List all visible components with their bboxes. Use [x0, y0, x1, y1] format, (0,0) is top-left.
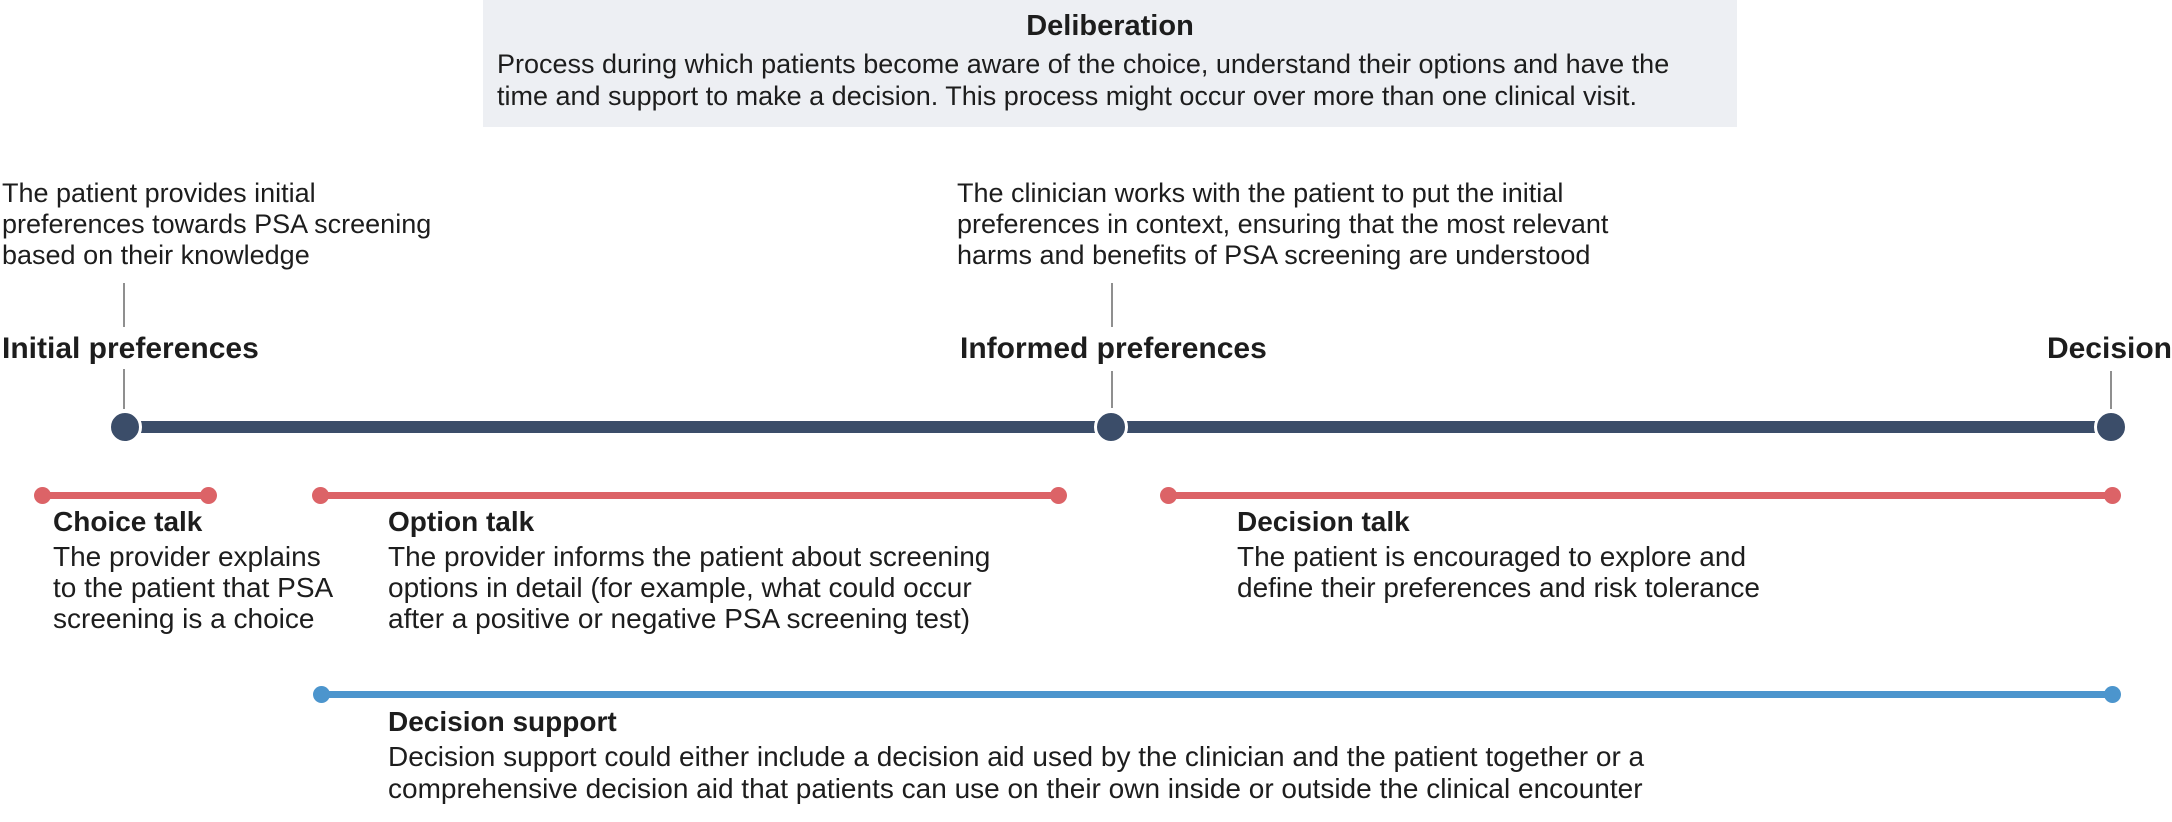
choice-talk-end-dot	[200, 487, 217, 504]
initial-annotation-connector-line	[123, 283, 125, 327]
choice-talk-range-line	[42, 492, 208, 499]
decision-talk-description: The patient is encouraged to explore and…	[1237, 541, 1760, 603]
stage-label-decision: Decision	[2046, 332, 2172, 365]
milestone-dot-informed-preferences	[1094, 410, 1128, 444]
stage-label-informed-preferences: Informed preferences	[960, 332, 1267, 365]
option-talk-range-line	[320, 492, 1058, 499]
deliberation-description: Process during which patients become awa…	[497, 49, 1670, 111]
stage-label-initial-preferences: Initial preferences	[2, 332, 259, 365]
decision-support-description: Decision support could either include a …	[388, 741, 1645, 804]
milestone-dot-initial-preferences	[108, 410, 142, 444]
milestone-dot-decision	[2094, 410, 2128, 444]
decision-talk-range-line	[1168, 492, 2112, 499]
choice-talk-description: The provider explains to the patient tha…	[53, 541, 334, 634]
choice-talk-title: Choice talk	[53, 506, 203, 537]
decision-support-start-dot	[313, 686, 330, 703]
deliberation-title: Deliberation	[1026, 10, 1194, 42]
decision-talk-start-dot	[1160, 487, 1177, 504]
initial-label-connector-line	[123, 369, 125, 409]
informed-annotation-connector-line	[1111, 283, 1113, 327]
informed-label-connector-line	[1111, 371, 1113, 408]
informed-preferences-annotation: The clinician works with the patient to …	[957, 178, 1609, 270]
initial-preferences-annotation: The patient provides initial preferences…	[2, 178, 432, 270]
decision-talk-title: Decision talk	[1237, 506, 1410, 537]
choice-talk-start-dot	[34, 487, 51, 504]
option-talk-end-dot	[1050, 487, 1067, 504]
decision-support-range-line	[321, 691, 2112, 698]
option-talk-start-dot	[312, 487, 329, 504]
decision-talk-end-dot	[2104, 487, 2121, 504]
option-talk-title: Option talk	[388, 506, 535, 537]
decision-label-connector-line	[2110, 371, 2112, 409]
deliberation-box: Deliberation Process during which patien…	[483, 0, 1737, 127]
option-talk-description: The provider informs the patient about s…	[388, 541, 991, 634]
decision-support-end-dot	[2104, 686, 2121, 703]
decision-support-title: Decision support	[388, 706, 617, 737]
